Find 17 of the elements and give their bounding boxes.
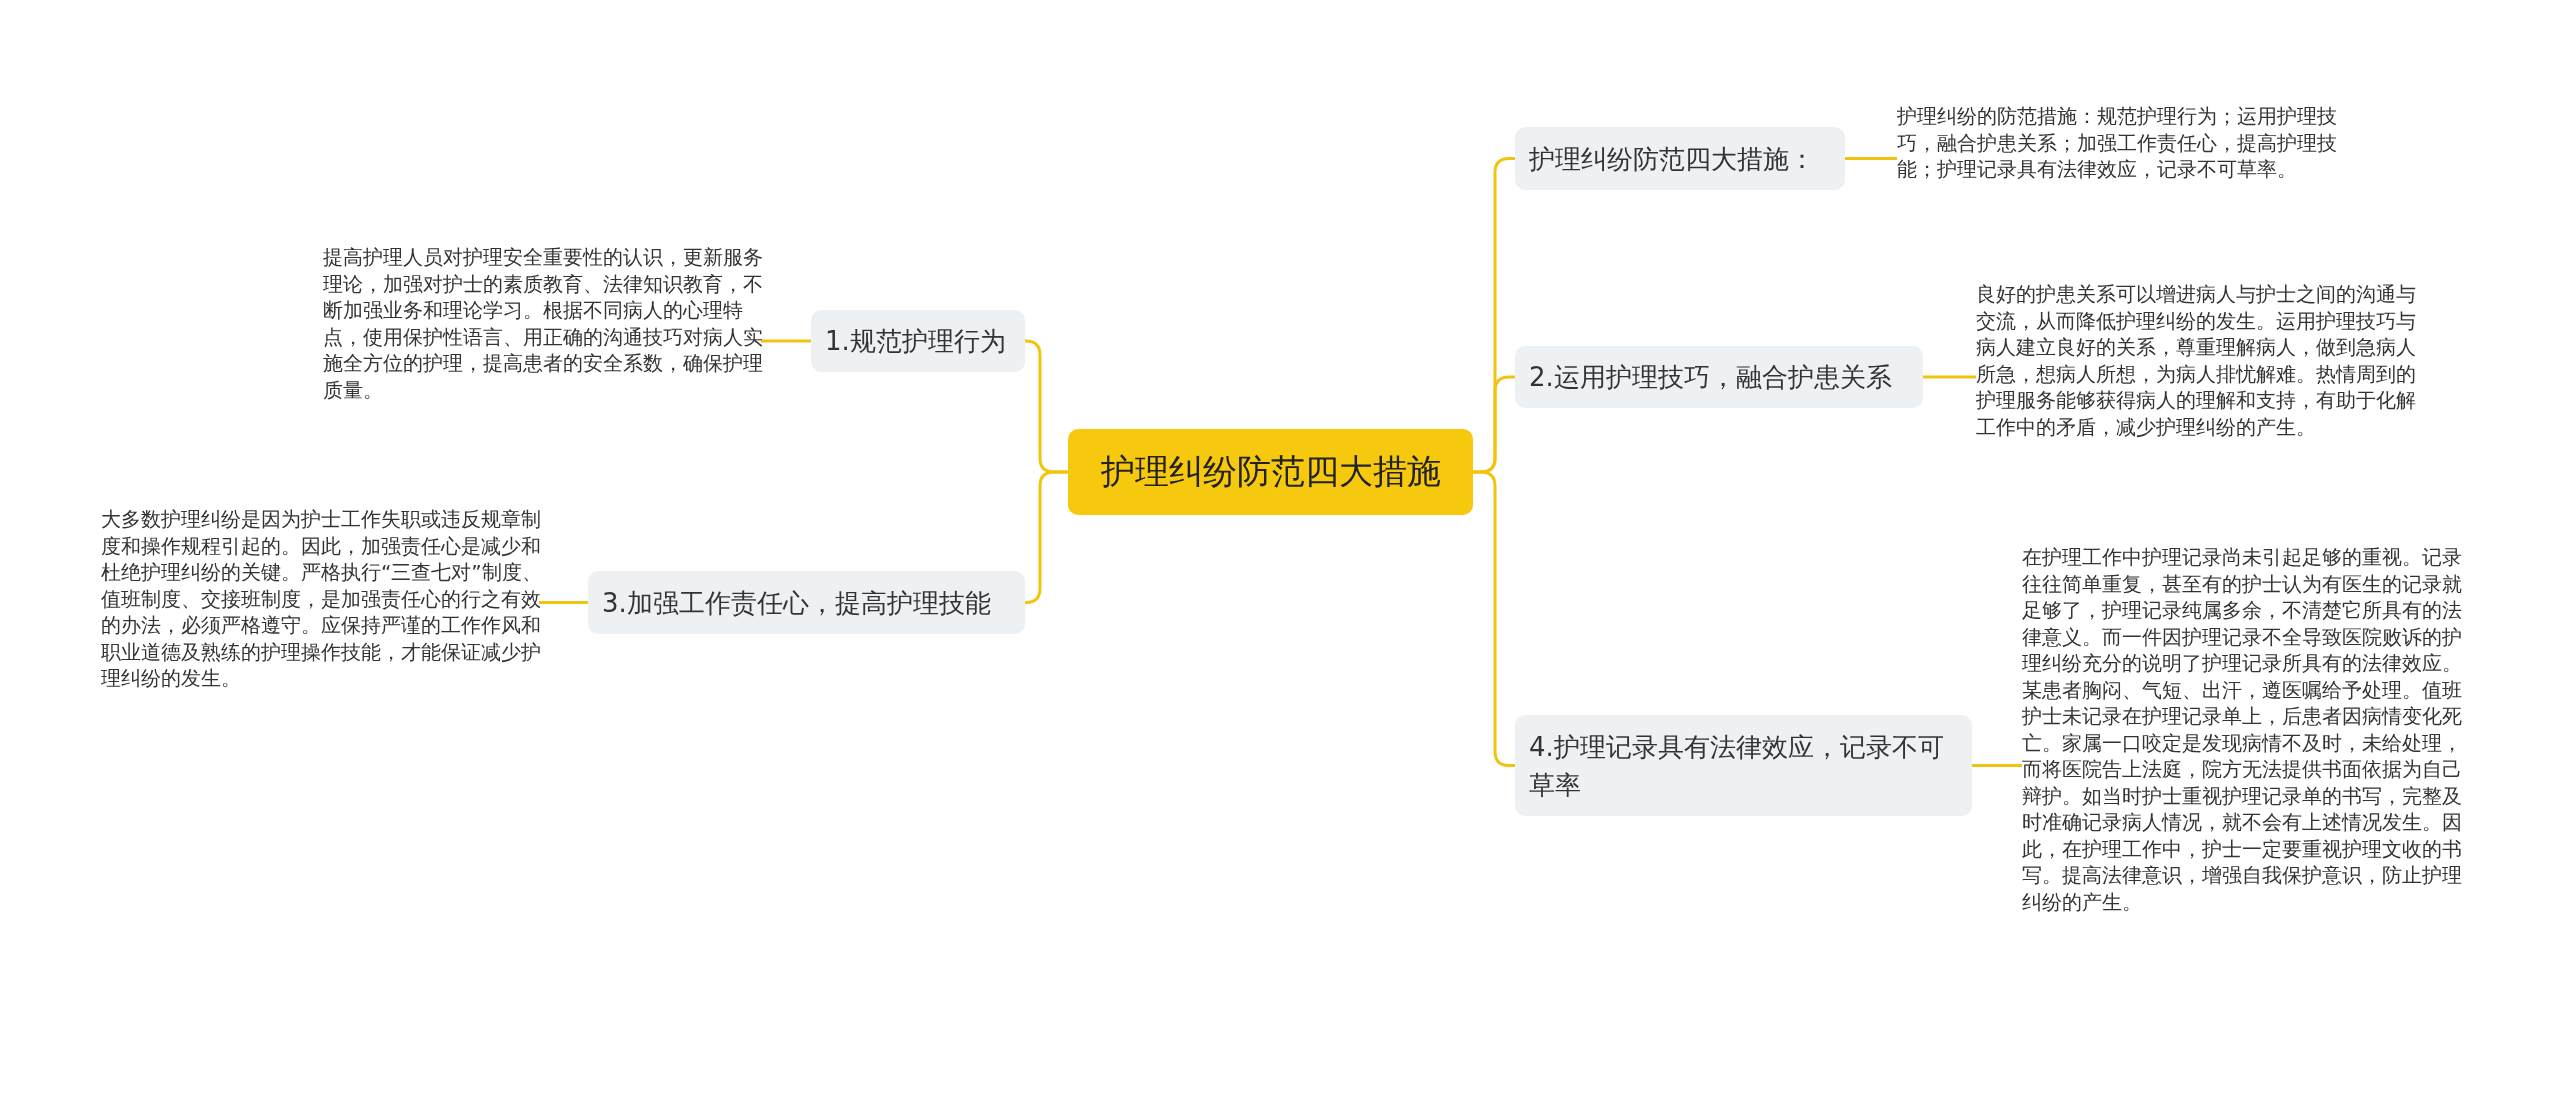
note-text: 良好的护患关系可以增进病人与护士之间的沟通与交流，从而降低护理纠纷的发生。运用护理技巧与病人建立良好的关系，尊重理解病人，做到急病人所急，想病人所想，为病人排忧解难。热情周到的护理服务能够获得病人的理解和支持，有助于化解工作中的矛盾，减少护理纠纷的产生。: [1976, 281, 2422, 440]
topic-box: 护理纠纷防范四大措施：: [1515, 127, 1845, 190]
connector-line: [539, 601, 588, 604]
note-text: 护理纠纷的防范措施：规范护理行为；运用护理技巧，融合护患关系；加强工作责任心，提高护理技能；护理记录具有法律效应，记录不可草率。: [1897, 103, 2343, 183]
connector-line: [1845, 157, 1897, 160]
central-topic-box: 护理纠纷防范四大措施: [1068, 429, 1473, 515]
connector-line: [761, 339, 811, 343]
topic-box: 1.规范护理行为: [811, 310, 1025, 372]
topic-box: 4.护理记录具有法律效应，记录不可草率: [1515, 715, 1972, 816]
connector-line: [1024, 470, 1068, 604]
note-text: 大多数护理纠纷是因为护士工作失职或违反规章制度和操作规程引起的。因此，加强责任心是减少和杜绝护理纠纷的关键。严格执行“三查七对”制度、值班制度、交接班制度，是加强责任心的行之有效的办法，必须严格遵守。应保持严谨的工作作风和职业道德及熟练的护理操作技能，才能保证减少护理纠纷的发生。: [101, 506, 547, 692]
note-text: 提高护理人员对护理安全重要性的认识，更新服务理论，加强对护士的素质教育、法律知识教育，不断加强业务和理论学习。根据不同病人的心理特点，使用保护性语言、用正确的沟通技巧对病人实施全方位的护理，提高患者的安全系数，确保护理质量。: [323, 244, 769, 403]
connector-line: [1972, 764, 2022, 767]
connector-line: [1923, 375, 1976, 379]
topic-box: 3.加强工作责任心，提高护理技能: [588, 571, 1025, 634]
topic-box: 2.运用护理技巧，融合护患关系: [1515, 346, 1923, 408]
note-text: 在护理工作中护理记录尚未引起足够的重视。记录往往简单重复，甚至有的护士认为有医生的记录就足够了，护理记录纯属多余，不清楚它所具有的法律意义。而一件因护理记录不全导致医院败诉的护理纠纷充分的说明了护理记录所具有的法律效应。某患者胸闷、气短、出汗，遵医嘱给予处理。值班护士未记录在护理记录单上，后患者因病情变化死亡。家属一口咬定是发现病情不及时，未给处理，而将医院告上法庭，院方无法提供书面依据为自己辩护。如当时护士重视护理记录单的书写，完整及时准确记录病人情况，就不会有上述情况发生。因此，在护理工作中，护士一定要重视护理文收的书写。提高法律意识，增强自我保护意识，防止护理纠纷的产生。: [2022, 544, 2468, 915]
